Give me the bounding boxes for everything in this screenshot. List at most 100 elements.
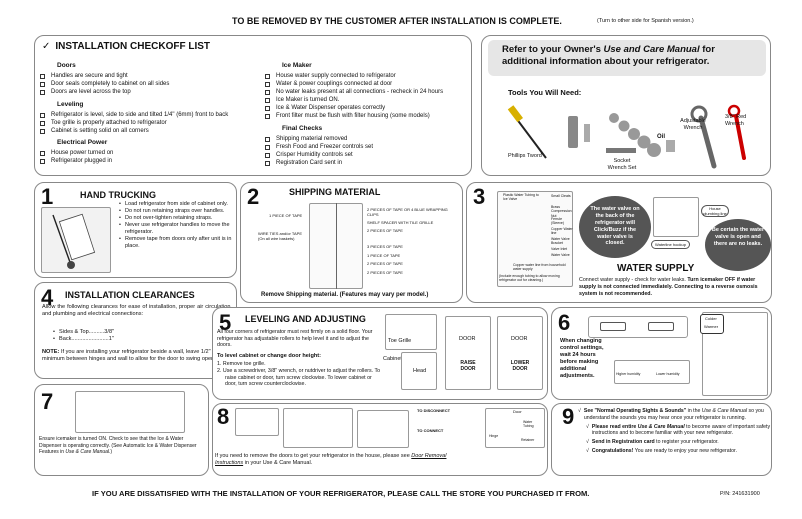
checklist-item[interactable]: Door seals completely to cabinet on all … (40, 81, 260, 89)
checkbox[interactable] (40, 74, 45, 80)
checkbox[interactable] (265, 98, 270, 104)
top-note: (Turn to other side for Spanish version.… (597, 18, 694, 24)
checkbox[interactable] (40, 151, 45, 157)
checklist-item[interactable]: Refrigerator is level, side to side and … (40, 112, 260, 120)
step-number: 7 (41, 389, 54, 414)
checklist-item[interactable]: Registration Card sent in (265, 160, 470, 168)
checkbox[interactable] (265, 82, 270, 88)
list-item: Remove tape from doors only after unit i… (119, 236, 235, 250)
leveling-body: All four corners of refrigerator must re… (217, 329, 373, 349)
checklist-item[interactable]: Ice & Water Dispenser operates correctly (265, 105, 470, 113)
checkbox[interactable] (265, 144, 270, 150)
section-6-controls: 6 When changing control settings, wait 2… (551, 307, 772, 400)
checklist-item[interactable]: House water supply connected to refriger… (265, 73, 470, 81)
checkbox[interactable] (265, 106, 270, 112)
final-list: √See "Normal Operating Sights & Sounds" … (578, 408, 771, 455)
step-number: 2 (247, 184, 260, 209)
checkbox[interactable] (40, 128, 45, 134)
list-item: Do not over-tighten retaining straps. (119, 215, 235, 222)
clearances-body: Allow the following clearances for ease … (42, 304, 232, 317)
water-callout-2: Be certain the water valve is open and t… (705, 219, 771, 271)
checklist-item[interactable]: Doors are level across the top (40, 89, 260, 97)
lower-humidity-label: Lower humidity (656, 372, 680, 376)
checklist-item[interactable]: No water leaks present at all connection… (265, 89, 470, 97)
shipping-label-right: SHELF SPACER WITH TILE GRILLE (367, 220, 434, 225)
tubing-label: Water Tubing (523, 420, 534, 429)
valve-label: Copper Water line (551, 227, 573, 236)
connect-label: TO CONNECT (417, 428, 444, 433)
higher-humidity-label: Higher humidity (616, 372, 641, 376)
part-number: P/N: 241631900 (720, 491, 760, 497)
coupling-illustration (357, 410, 409, 448)
valve-label: (Include enough tubing to allow moving r… (499, 274, 560, 283)
checklist-item[interactable]: Handles are secure and tight (40, 73, 260, 81)
checkbox[interactable] (265, 90, 270, 96)
tools-title: Tools You Will Need: (508, 88, 582, 97)
checklist-item[interactable]: Ice Maker is turned ON. (265, 97, 470, 105)
step-number: 5 (219, 310, 232, 335)
checklist-item[interactable]: Shipping material removed (265, 136, 470, 144)
section-1-hand-trucking: 1 HAND TRUCKING Load refrigerator from s… (34, 182, 237, 278)
leveling-subtitle: To level cabinet or change door height: (217, 353, 322, 359)
checkbox[interactable] (40, 112, 45, 118)
controls-text: When changing control settings, wait 24 … (560, 338, 604, 379)
house-plumbing-label: House plumbing line (701, 205, 729, 218)
checkbox[interactable] (265, 114, 270, 120)
control-dial-icon (648, 322, 674, 331)
checkoff-panel: ✓ INSTALLATION CHECKOFF LIST Doors Handl… (34, 35, 472, 176)
adjustable-wrench-icon (690, 105, 717, 169)
tool-label-oil: Oil (657, 134, 666, 140)
door-label: Door (513, 409, 522, 414)
shipping-label-right: 2 PIECES OF TAPE (367, 261, 403, 266)
roller-illustration (401, 352, 437, 390)
owner-ref-banner: Refer to your Owner's Use and Care Manua… (488, 40, 766, 76)
checklist-item[interactable]: Refrigerator plugged in (40, 158, 260, 166)
plumbing-illustration (653, 197, 699, 237)
shipping-label-left: 1 PIECE OF TAPE (269, 213, 303, 218)
water-supply-title: WATER SUPPLY (617, 263, 695, 274)
list-item: Sides & Top..........3/8" (53, 329, 114, 336)
shipping-caption: Remove Shipping material. (Features may … (261, 292, 429, 298)
tool-label-socket: Socket Wrench Set (607, 158, 637, 172)
tool-label-screwdriver: Phillips Tword (508, 153, 542, 159)
water-valve-illustration (497, 191, 573, 287)
doors-heading: Doors (57, 62, 76, 69)
checklist-item[interactable]: Crisper Humidity controls set (265, 152, 470, 160)
checkbox[interactable] (40, 159, 45, 165)
shipping-label-right: 2 PIECES OF TAPE (367, 228, 403, 233)
list-item: Do not run retaining straps over handles… (119, 208, 235, 215)
checkbox[interactable] (40, 82, 45, 88)
checklist-item[interactable]: House power turned on (40, 150, 260, 158)
checkbox[interactable] (265, 74, 270, 80)
screwdriver-icon (507, 105, 547, 159)
shipping-label-right: 2 PIECES OF TAPE OR 4 BLUE WRAPPING CLIP… (367, 207, 448, 218)
checklist-item[interactable]: Fresh Food and Freezer controls set (265, 144, 470, 152)
list-item: √Congratulations! You are ready to enjoy… (586, 447, 737, 454)
checklist-item[interactable]: Water & power couplings connected at doo… (265, 81, 470, 89)
checkbox[interactable] (265, 136, 270, 142)
checkoff-right-column: Ice Maker House water supply connected t… (265, 58, 470, 168)
toe-grille-label: Toe Grille (388, 338, 412, 344)
checkbox[interactable] (40, 90, 45, 96)
checkbox[interactable] (265, 152, 270, 158)
tool-label-red-wrench: 3/8" Red Wrench (725, 114, 747, 128)
step-number: 9 (562, 404, 575, 429)
checklist-item[interactable]: Cabinet is setting solid on all corners (40, 128, 260, 136)
hand-trucking-list: Load refrigerator from side of cabinet o… (119, 201, 235, 250)
step-number: 4 (41, 285, 54, 310)
water-supply-body: Connect water supply - check for water l… (579, 277, 758, 297)
lower-door-label: LOWER DOOR (510, 360, 530, 373)
valve-label: Ferrule (Sleeve) (551, 217, 565, 226)
toe-grille-illustration (385, 314, 437, 350)
checkbox[interactable] (40, 120, 45, 126)
raise-door-label: RAISE DOOR (460, 360, 476, 373)
list-item: Back........................1" (53, 336, 114, 343)
checklist-item[interactable]: Front filter must be flush with filter h… (265, 113, 470, 121)
checklist-item[interactable]: Toe grille is properly attached to refri… (40, 120, 260, 128)
checkbox[interactable] (265, 160, 270, 166)
doors-body: If you need to remove the doors to get y… (215, 453, 447, 467)
shipping-label-left: WIRE TIES and/or TAPE (On all wire baske… (258, 231, 303, 242)
step-number: 1 (41, 184, 54, 209)
footer-text: IF YOU ARE DISSATISFIED WITH THE INSTALL… (92, 489, 590, 498)
door-tubing-illustration (283, 408, 353, 448)
